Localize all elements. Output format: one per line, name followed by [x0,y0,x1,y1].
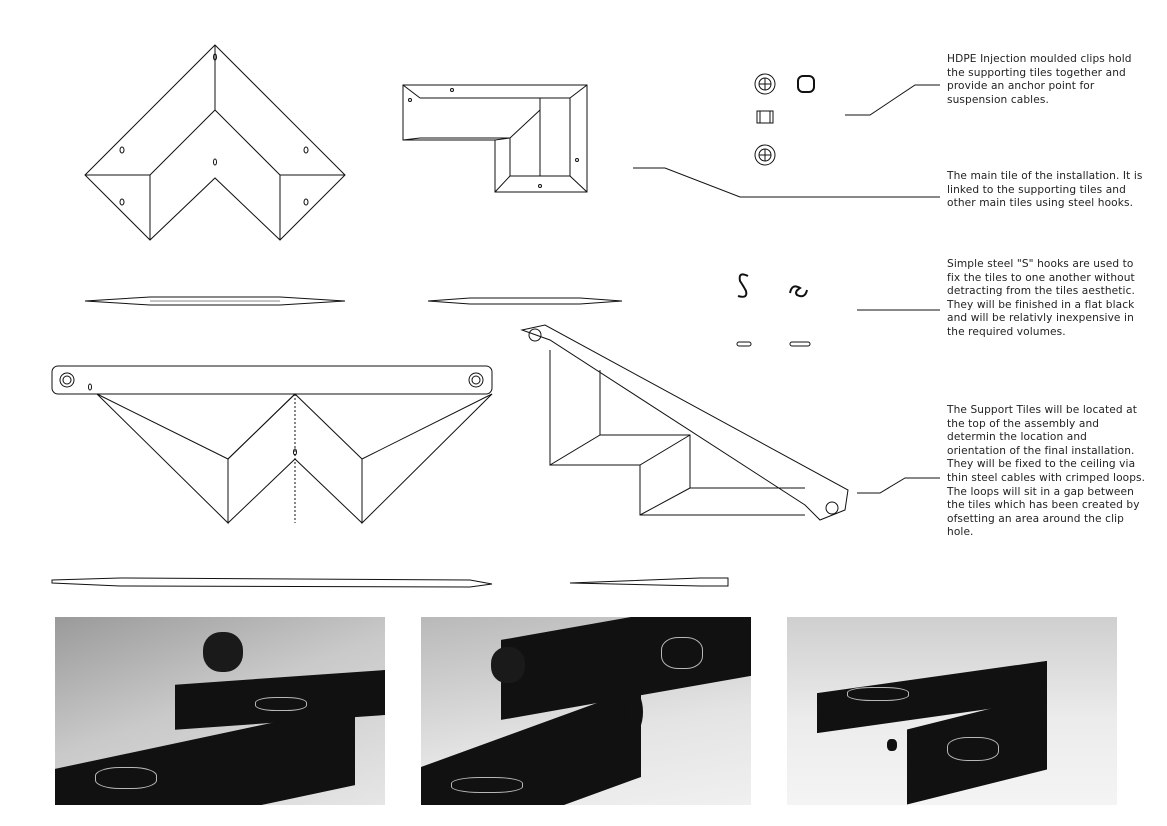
l-tile-profile [427,297,623,305]
annotation-main-tile: The main tile of the installation. It is… [947,170,1143,210]
support-tile-w-profile [51,577,493,588]
render-tile-assembly [787,617,1117,805]
chevron-tile-plan [84,44,346,241]
leader-line-main-tile [633,167,940,198]
support-tile-w-plan [51,365,493,525]
l-tile-plan [402,84,588,193]
clip-drawings [754,73,815,166]
leader-line-clips [845,84,940,116]
chevron-tile-profile [84,296,346,306]
annotation-support-tiles: The Support Tiles will be located at the… [947,404,1146,539]
render-clip-exploded [55,617,385,805]
render-hook-closeup [421,617,751,805]
s-hook-drawings [736,273,811,347]
leader-line-support-tiles [857,477,940,494]
annotation-clips: HDPE Injection moulded clips hold the su… [947,53,1132,106]
annotation-hooks: Simple steel "S" hooks are used to fix t… [947,258,1135,338]
support-tile-isometric-profile [569,577,729,587]
support-tile-isometric [520,324,849,521]
